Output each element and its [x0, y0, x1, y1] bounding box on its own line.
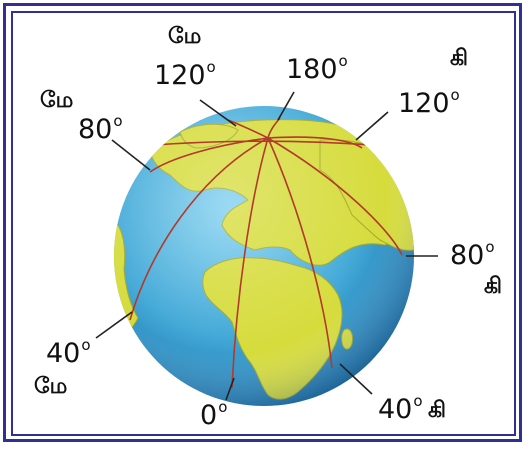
label-120-west: 120o: [154, 58, 216, 91]
leader-0: [225, 377, 235, 401]
label-80-east: 80o: [450, 238, 495, 271]
meridian-120w: [227, 119, 269, 139]
label-80-west: 80o: [78, 112, 123, 145]
leader-180: [277, 91, 295, 121]
east-label-top: கி: [450, 46, 469, 71]
east-label-bottom: கி: [428, 398, 447, 423]
leader-120e: [355, 111, 389, 141]
west-label-left: மே: [40, 88, 74, 113]
label-180: 180o: [286, 52, 348, 85]
meridian-40w: [129, 137, 269, 321]
label-40-west: 40o: [46, 336, 91, 369]
label-40-east: 40o: [378, 392, 423, 425]
west-label-top: மே: [168, 24, 202, 49]
west-label-bottom: மே: [34, 374, 68, 399]
meridian-0: [231, 137, 269, 389]
leader-40e: [339, 363, 373, 395]
globe-shading: [114, 106, 414, 406]
inner-frame: [11, 11, 516, 436]
leader-40w: [95, 311, 133, 339]
meridian-40e: [267, 137, 333, 369]
meridian-120e: [267, 136, 363, 149]
label-120-east: 120o: [398, 86, 460, 119]
leader-80w: [111, 139, 151, 171]
east-label-right: கி: [484, 274, 503, 299]
label-0: 0o: [200, 398, 228, 431]
meridian-80e: [267, 137, 403, 256]
leader-120w: [199, 99, 237, 127]
